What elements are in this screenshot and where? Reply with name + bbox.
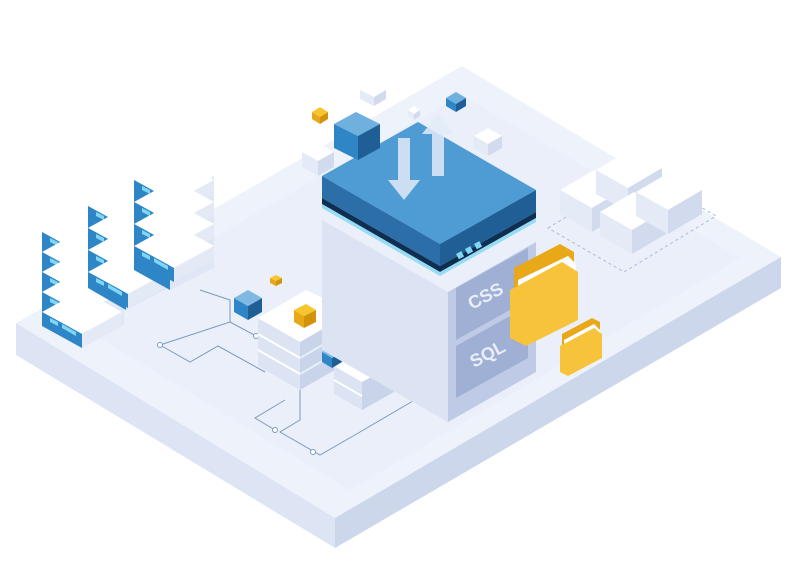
sync-arrows-icon xyxy=(388,114,454,200)
cube-white-tiny xyxy=(408,106,420,120)
platform-right-side xyxy=(335,257,781,548)
indicator-light xyxy=(474,241,483,250)
indicator-light xyxy=(464,246,474,255)
cube-white-top xyxy=(360,83,386,106)
lid-left xyxy=(322,176,440,266)
panel-css xyxy=(456,248,528,340)
storage-grid-right xyxy=(547,150,717,273)
cube-blue-top xyxy=(446,92,466,112)
cube-white-right xyxy=(474,128,502,156)
indicator-light xyxy=(456,251,465,260)
server-rack-back xyxy=(134,158,214,290)
platform-left-side xyxy=(16,323,335,548)
lid-right xyxy=(440,190,536,266)
cube-white-left xyxy=(302,143,334,176)
cube-yellow-center xyxy=(294,304,316,328)
cube-yellow-tiny xyxy=(270,275,282,286)
cube-blue-large xyxy=(334,112,380,160)
cube-blue-left xyxy=(234,290,262,320)
folder-icon xyxy=(560,318,602,376)
tower-left-face xyxy=(322,220,448,422)
folder-icon xyxy=(510,244,578,346)
lid-top xyxy=(322,122,536,244)
cube-yellow-top xyxy=(312,107,328,124)
